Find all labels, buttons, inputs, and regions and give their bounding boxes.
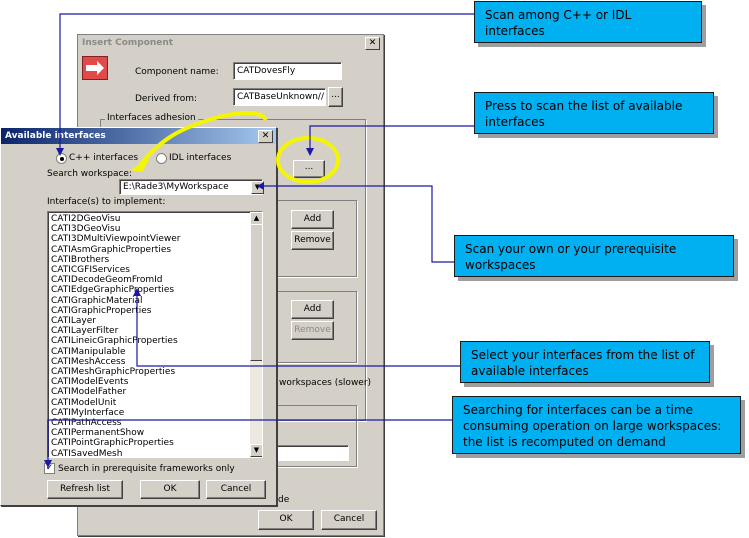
list-item[interactable]: CATIGraphicMaterial (51, 295, 143, 306)
component-name-label: Component name: (135, 67, 219, 77)
interfaces-adhesion-label: Interfaces adhesion (105, 113, 198, 123)
chevron-down-icon[interactable]: ▼ (251, 181, 264, 194)
callout-scan-workspaces: Scan your own or your prerequisite works… (454, 235, 734, 277)
list-scrollbar[interactable]: ▲ ▼ (250, 212, 262, 457)
derived-from-browse-button[interactable]: ... (328, 87, 343, 107)
remove-button-2[interactable]: Remove (291, 321, 334, 340)
list-item[interactable]: CATIPathAccess (51, 418, 122, 429)
callout-searching: Searching for interfaces can be a time c… (452, 396, 741, 454)
remove-button-1[interactable]: Remove (291, 231, 334, 250)
derived-from-label: Derived from: (135, 94, 198, 104)
arrow-icon (86, 61, 104, 75)
list-item[interactable]: CATIDecodeGeomFromId (51, 275, 163, 286)
callout-select-interfaces: Select your interfaces from the list of … (460, 341, 710, 383)
list-item[interactable]: CATICGFIServices (51, 265, 130, 276)
idl-interfaces-label: IDL interfaces (169, 153, 232, 163)
list-item[interactable]: CATIAsmGraphicProperties (51, 244, 172, 255)
available-interfaces-dialog: Available interfaces ✕ C++ interfaces ID… (0, 127, 277, 506)
list-item[interactable]: CATIPointGraphicProperties (51, 438, 174, 449)
list-item[interactable]: CATIMeshAccess (51, 356, 126, 367)
derived-from-field[interactable]: CATBaseUnknown// (233, 88, 326, 106)
add-button-2[interactable]: Add (291, 300, 334, 319)
search-workspace-label: Search workspace: (47, 169, 132, 179)
insert-component-title: Insert Component (78, 35, 383, 51)
list-item[interactable]: CATIManipulable (51, 346, 126, 357)
close-icon[interactable]: ✕ (258, 130, 273, 143)
component-name-field[interactable]: CATDovesFly (233, 62, 342, 80)
workspace-combo[interactable]: E:\Rade3\MyWorkspace (119, 179, 263, 195)
list-item[interactable]: CATIModelFather (51, 387, 127, 398)
cpp-interfaces-label: C++ interfaces (69, 153, 139, 163)
cpp-interfaces-radio[interactable] (56, 153, 67, 164)
list-item[interactable]: CATISavedMesh (51, 448, 123, 458)
add-button-1[interactable]: Add (291, 210, 334, 229)
idl-interfaces-radio[interactable] (156, 153, 167, 164)
list-item[interactable]: CATILayerFilter (51, 326, 119, 337)
list-item[interactable]: CATIMeshGraphicProperties (51, 367, 176, 378)
interfaces-to-implement-label: Interface(s) to implement: (47, 197, 166, 207)
search-prereq-label: Search in prerequisite frameworks only (58, 464, 235, 474)
list-item[interactable]: CATIGraphicProperties (51, 305, 152, 316)
available-ok-button[interactable]: OK (140, 480, 200, 499)
workspaces-slower-label: workspaces (slower) (279, 378, 372, 388)
list-item[interactable]: CATILayer (51, 316, 96, 327)
callout-press-to-scan: Press to scan the list of available inte… (474, 92, 714, 134)
scroll-down-icon[interactable]: ▼ (250, 444, 262, 457)
insert-ok-button[interactable]: OK (258, 510, 314, 530)
list-item[interactable]: CATIEdgeGraphicProperties (51, 285, 175, 296)
list-item[interactable]: CATI3DMultiViewpointViewer (51, 234, 181, 245)
component-icon (82, 56, 108, 80)
available-interfaces-title: Available interfaces (1, 128, 276, 144)
scroll-thumb[interactable] (250, 224, 262, 361)
available-cancel-button[interactable]: Cancel (206, 480, 266, 499)
browse-interfaces-button[interactable]: ... (293, 160, 325, 178)
list-item[interactable]: CATILineicGraphicProperties (51, 336, 178, 347)
mode-combo[interactable] (274, 445, 349, 461)
list-item[interactable]: CATI2DGeoVisu (51, 214, 121, 224)
refresh-list-button[interactable]: Refresh list (47, 480, 123, 499)
list-item[interactable]: CATIPermanentShow (51, 428, 145, 439)
list-item[interactable]: CATI3DGeoVisu (51, 224, 121, 235)
search-prereq-checkbox[interactable]: ✓ (44, 463, 55, 474)
list-item[interactable]: CATIMyInterface (51, 407, 125, 418)
callout-scan-among: Scan among C++ or IDL interfaces (474, 1, 702, 43)
close-icon[interactable]: ✕ (365, 37, 380, 50)
list-item[interactable]: CATIModelEvents (51, 377, 129, 388)
insert-cancel-button[interactable]: Cancel (321, 510, 377, 530)
mode-fragment-label: de (278, 495, 290, 505)
list-item[interactable]: CATIModelUnit (51, 397, 117, 408)
list-item[interactable]: CATIBrothers (51, 254, 110, 265)
